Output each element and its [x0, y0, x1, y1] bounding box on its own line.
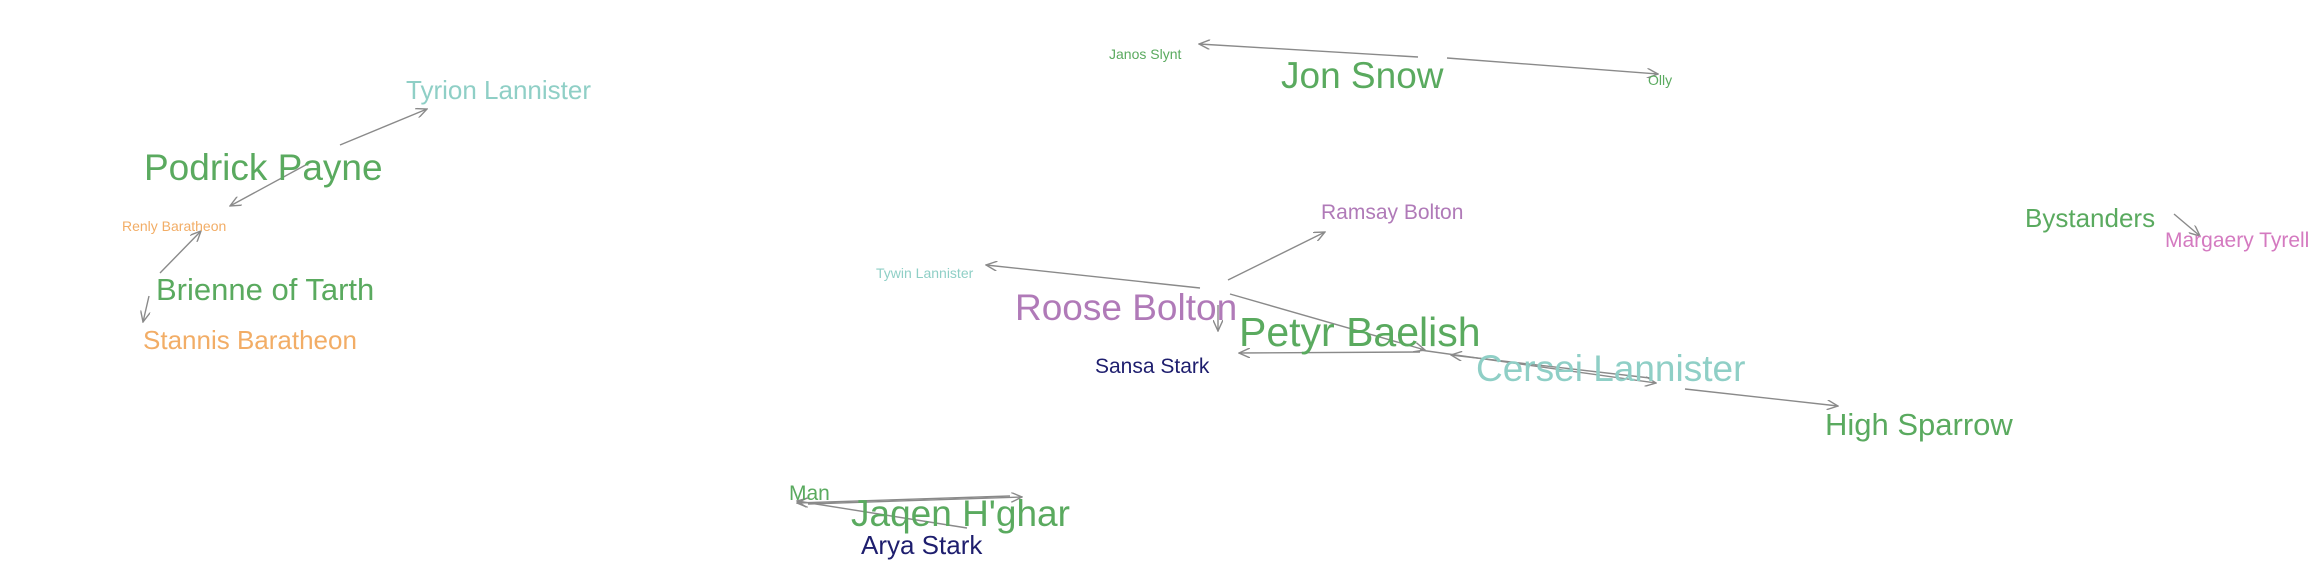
node-petyr-baelish: Petyr Baelish — [1239, 309, 1481, 355]
node-podrick-payne: Podrick Payne — [144, 147, 383, 188]
edge-arya-stark-to-man — [797, 501, 968, 529]
edge-cersei-lannister-to-high-sparrow — [1684, 388, 1838, 406]
edge-roose-bolton-to-ramsay-bolton — [1227, 232, 1325, 281]
edge-roose-bolton-to-petyr-baelish — [1229, 293, 1425, 350]
node-janos-slynt: Janos Slynt — [1109, 46, 1181, 62]
edge-renly-baratheon-to-podrick-payne — [159, 231, 201, 274]
node-stannis-baratheon: Stannis Baratheon — [143, 325, 357, 355]
edge-podrick-payne-to-renly-baratheon — [230, 160, 314, 206]
node-man: Man — [789, 482, 830, 505]
node-roose-bolton: Roose Bolton — [1015, 287, 1237, 328]
node-ramsay-bolton: Ramsay Bolton — [1321, 201, 1463, 224]
node-bystanders: Bystanders — [2025, 203, 2155, 233]
node-sansa-stark: Sansa Stark — [1095, 355, 1210, 378]
edge-brienne-of-tarth-to-stannis-baratheon — [143, 295, 149, 322]
node-cersei-lannister: Cersei Lannister — [1476, 348, 1745, 389]
node-brienne-of-tarth: Brienne of Tarth — [156, 272, 374, 307]
edge-podrick-payne-to-tyrion-lannister — [339, 109, 427, 146]
edge-man-to-jaqen-hghar — [807, 497, 1022, 505]
edge-roose-bolton-to-tywin-lannister — [986, 265, 1201, 289]
edges-layer — [143, 44, 2200, 529]
node-renly-baratheon: Renly Baratheon — [122, 218, 226, 234]
node-tywin-lannister: Tywin Lannister — [876, 265, 974, 281]
edge-petyr-baelish-to-cersei-lannister — [1419, 349, 1656, 383]
edge-jaqen-hghar-to-man — [797, 495, 1011, 503]
node-jon-snow: Jon Snow — [1281, 55, 1444, 96]
node-high-sparrow: High Sparrow — [1825, 407, 2013, 442]
node-arya-stark: Arya Stark — [861, 530, 983, 560]
node-olly: Olly — [1648, 72, 1672, 88]
node-margaery-tyrell: Margaery Tyrell — [2165, 229, 2309, 252]
node-tyrion-lannister: Tyrion Lannister — [406, 75, 591, 105]
edge-bystanders-to-margaery-tyrell — [2173, 213, 2200, 236]
edge-jon-snow-to-janos-slynt — [1199, 44, 1419, 58]
edge-petyr-baelish-to-sansa-stark — [1239, 352, 1421, 353]
node-jaqen-hghar: Jaqen H'ghar — [851, 493, 1070, 534]
edge-jon-snow-to-olly — [1446, 57, 1658, 74]
